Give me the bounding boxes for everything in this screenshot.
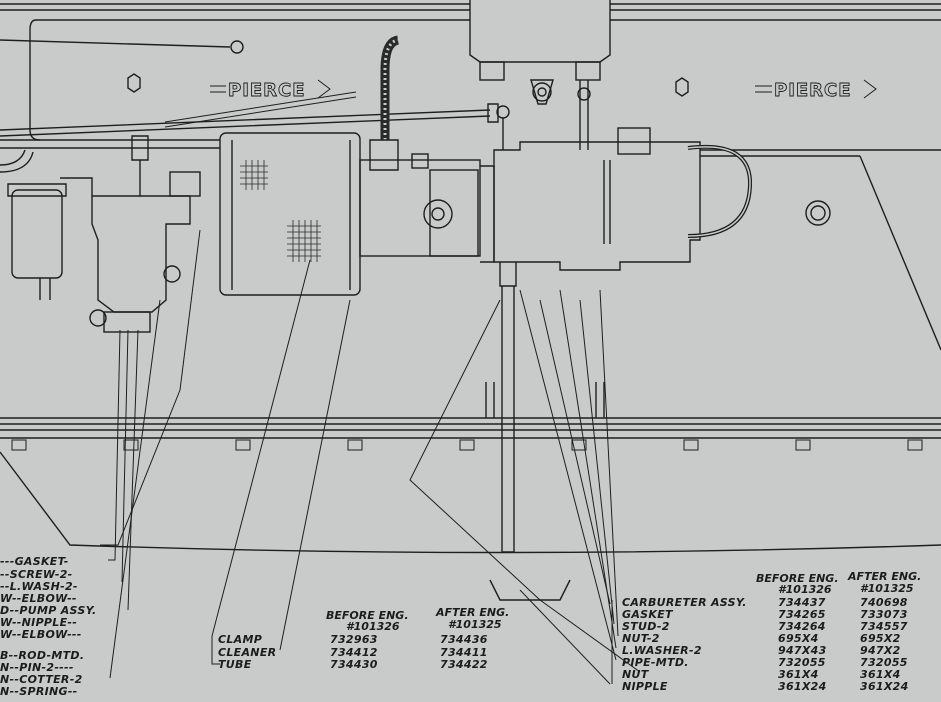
- part-before: 734265: [778, 608, 826, 621]
- left-parts-row: --SCREW-2-: [0, 568, 73, 581]
- left-parts-row: B--ROD-MTD.: [0, 649, 85, 662]
- control-rod: [0, 109, 491, 137]
- brand-label-left: PIERCE: [228, 80, 306, 101]
- part-before: 732963: [330, 633, 378, 646]
- flange-bolt: [235, 439, 251, 451]
- brand-arrow-right: PIERCE: [755, 80, 877, 101]
- part-after: 740698: [860, 596, 908, 609]
- part-name: TUBE: [218, 658, 252, 671]
- part-name: PIPE-MTD.: [622, 656, 689, 669]
- hex-nut-left: [127, 73, 141, 93]
- oil-pan: [0, 451, 941, 554]
- left-parts-row: W--NIPPLE--: [0, 616, 78, 629]
- part-name: CLAMP: [218, 633, 263, 646]
- after-eng-header: AFTER ENG.: [848, 570, 922, 583]
- manifold-frame: [0, 3, 941, 11]
- part-name: NIPPLE: [622, 680, 668, 693]
- before-eng-header: BEFORE ENG.: [756, 572, 839, 585]
- part-before: 947X43: [778, 644, 827, 657]
- left-parts-row: W--ELBOW--: [0, 592, 77, 605]
- cap-screw: [230, 40, 244, 54]
- flange-bolt: [683, 439, 699, 451]
- left-parts-row: W--ELBOW---: [0, 628, 82, 641]
- part-before: 734264: [778, 620, 826, 633]
- part-name: NUT: [622, 668, 649, 681]
- crankcase-flange: [0, 417, 941, 439]
- left-parts-row: D--PUMP ASSY.: [0, 604, 97, 617]
- flange-bolt: [907, 439, 923, 451]
- after-eng-header: AFTER ENG.: [436, 606, 510, 619]
- before-eng-number: #101326: [778, 583, 832, 596]
- part-after: 734422: [440, 658, 488, 671]
- brand-label-right: PIERCE: [774, 80, 852, 101]
- part-before: 732055: [778, 656, 826, 669]
- after-eng-number: #101325: [448, 618, 502, 631]
- flange-bolt: [795, 439, 811, 451]
- fuel-pump: [91, 195, 191, 313]
- hatch-patches: [240, 160, 321, 262]
- flange-bolt: [123, 439, 139, 451]
- after-eng-number: #101325: [860, 582, 914, 595]
- part-after: 734411: [440, 646, 488, 659]
- part-name: CARBURETER ASSY.: [622, 596, 747, 609]
- throttle-spring: [164, 91, 357, 128]
- part-name: CLEANER: [218, 646, 277, 659]
- sediment-bowl: [11, 189, 63, 279]
- drain-pipe: [499, 262, 517, 287]
- part-name: STUD-2: [622, 620, 670, 633]
- left-parts-row: ---GASKET-: [0, 555, 69, 568]
- manifold-plug: [805, 200, 831, 226]
- left-parts-row: --L.WASH-2-: [0, 580, 78, 593]
- flange-bolt: [11, 439, 27, 451]
- part-name: NUT-2: [622, 632, 660, 645]
- part-before: 695X4: [778, 632, 819, 645]
- flange-bolt: [459, 439, 475, 451]
- upper-block: [469, 0, 611, 63]
- part-before: 734412: [330, 646, 378, 659]
- part-before: 734437: [778, 596, 826, 609]
- part-after: 734436: [440, 633, 488, 646]
- part-before: 361X24: [778, 680, 827, 693]
- before-eng-number: #101326: [346, 620, 400, 633]
- flange-bolt: [571, 439, 587, 451]
- part-after: 947X2: [860, 644, 901, 657]
- left-parts-row: N--COTTER-2: [0, 673, 83, 686]
- part-after: 733073: [860, 608, 908, 621]
- part-before: 361X4: [778, 668, 819, 681]
- part-after: 734557: [860, 620, 908, 633]
- brand-arrow-left: PIERCE: [210, 80, 331, 101]
- left-parts-row: N--PIN-2----: [0, 661, 74, 674]
- part-name: GASKET: [622, 608, 673, 621]
- flex-tube: [380, 35, 400, 140]
- before-eng-header: BEFORE ENG.: [326, 609, 409, 622]
- air-cleaner: [219, 132, 361, 296]
- part-after: 695X2: [860, 632, 901, 645]
- hex-nut-right: [675, 77, 689, 97]
- flange-bolt: [347, 439, 363, 451]
- part-after: 361X24: [860, 680, 909, 693]
- part-before: 734430: [330, 658, 378, 671]
- left-parts-row: N--SPRING--: [0, 685, 78, 698]
- part-after: 361X4: [860, 668, 901, 681]
- carburetor: [493, 141, 701, 271]
- part-name: L.WASHER-2: [622, 644, 702, 657]
- part-after: 732055: [860, 656, 908, 669]
